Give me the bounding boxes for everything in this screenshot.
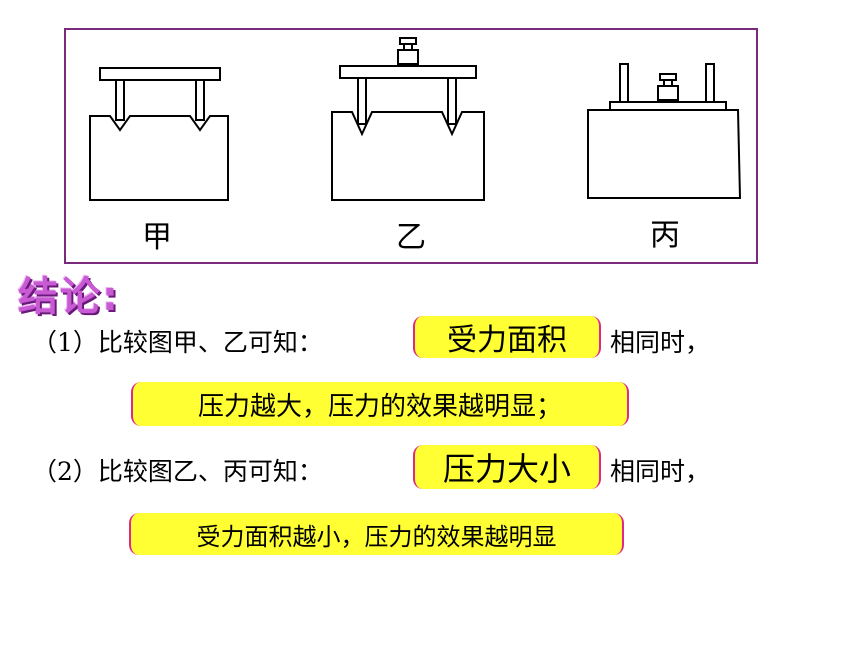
caption-yi: 乙 — [396, 220, 426, 255]
conclusion-1-suffix: 相同时， — [610, 328, 711, 357]
setup-jia — [89, 67, 229, 201]
conclusion-heading: 结论: — [18, 274, 120, 320]
conclusion-1-result: 压力越大，压力的效果越明显； — [131, 382, 629, 426]
experiment-diagram — [89, 37, 742, 201]
conclusion-2-result: 受力面积越小，压力的效果越明显 — [129, 513, 624, 555]
conclusion-2-prefix: （2）比较图乙、丙可知： — [32, 457, 323, 486]
experiment-figure: 甲 乙 丙 — [64, 28, 758, 264]
caption-jia: 甲 — [142, 220, 172, 255]
conclusion-2-answer: 压力大小 — [413, 445, 601, 489]
conclusion-1-answer: 受力面积 — [413, 316, 601, 358]
conclusion-1-prefix: （1）比较图甲、乙可知： — [32, 328, 323, 357]
setup-yi — [331, 37, 485, 201]
setup-bing — [587, 63, 742, 199]
caption-bing: 丙 — [650, 218, 680, 253]
conclusion-2-suffix: 相同时， — [610, 457, 711, 486]
